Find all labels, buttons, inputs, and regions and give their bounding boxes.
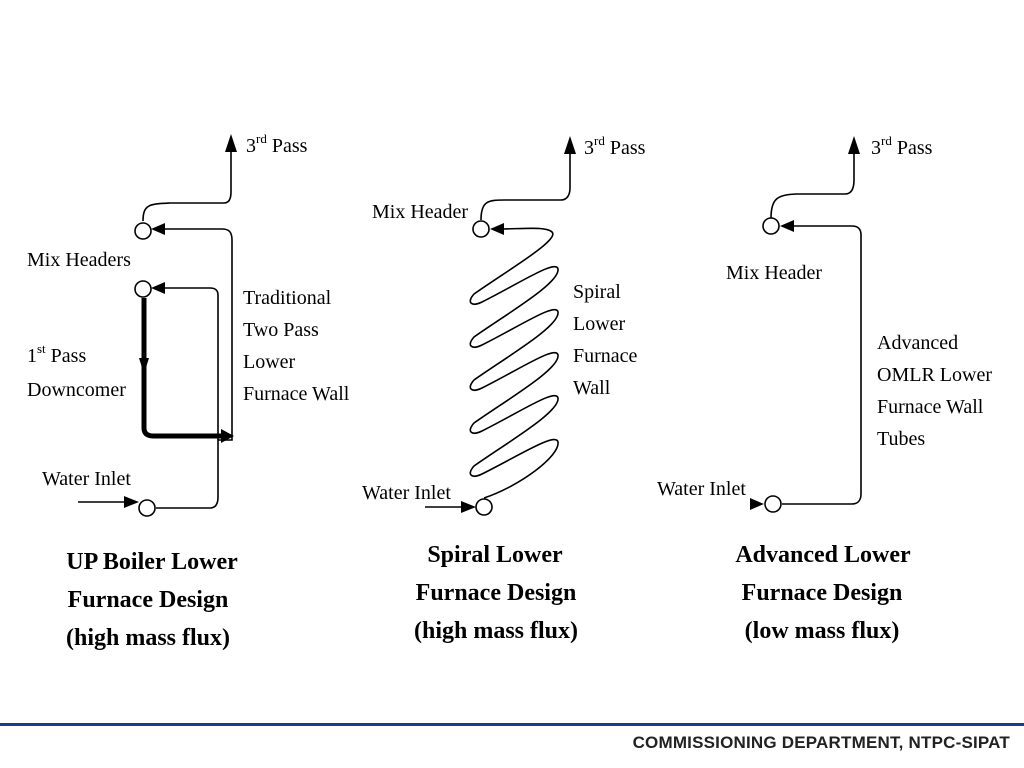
- header-arrow-icon: [780, 220, 794, 232]
- water-inlet-arrow-icon: [750, 498, 764, 510]
- wall-label-line-2: OMLR Lower: [877, 364, 992, 386]
- third-pass-arrow-icon: [225, 134, 237, 152]
- third-pass-label: 3rd Pass: [584, 133, 646, 159]
- first-pass-label: 1st Pass: [27, 341, 86, 367]
- mix-headers-label: Mix Headers: [27, 249, 131, 271]
- water-inlet-header: [475, 498, 493, 516]
- first-pass-downcomer-pipe: [141, 298, 222, 439]
- mix-header-lower: [134, 280, 152, 298]
- caption-line-2: Furnace Design: [742, 580, 903, 606]
- caption-line-2: Furnace Design: [416, 580, 577, 606]
- downcomer-end-arrow-icon: [221, 429, 234, 443]
- wall-label-line-1: Spiral: [573, 281, 621, 303]
- wall-label-line-1: Advanced: [877, 332, 958, 354]
- water-inlet-label: Water Inlet: [362, 482, 451, 504]
- footer-department-label: COMMISSIONING DEPARTMENT, NTPC-SIPAT: [632, 733, 1010, 752]
- wall-label-line-2: Lower: [573, 313, 626, 335]
- caption-line-3: (low mass flux): [745, 618, 900, 644]
- first-pass-return: [162, 287, 219, 440]
- caption-line-1: Spiral Lower: [427, 542, 563, 568]
- caption-line-2: Furnace Design: [68, 587, 229, 613]
- mix-header-upper: [134, 222, 152, 240]
- mix-header: [472, 220, 490, 238]
- third-pass-arrow-icon: [848, 136, 860, 154]
- water-inlet-header: [138, 499, 156, 517]
- downcomer-label: Downcomer: [27, 379, 126, 401]
- header-arrow-icon: [490, 223, 504, 235]
- wall-label-line-4: Tubes: [877, 428, 925, 450]
- wall-label-line-2: Two Pass: [243, 319, 319, 341]
- third-pass-arrow-icon: [564, 136, 576, 154]
- mix-header-label: Mix Header: [726, 262, 822, 284]
- water-inlet-label: Water Inlet: [657, 478, 746, 500]
- caption-line-3: (high mass flux): [66, 625, 230, 651]
- water-inlet-arrow-icon: [124, 496, 139, 508]
- second-pass-riser: [156, 228, 233, 509]
- wall-label-line-3: Furnace Wall: [877, 396, 984, 418]
- panel-up-boiler: 3rd Pass Mix Headers 1st Pass Downcomer …: [27, 131, 350, 651]
- third-pass-label: 3rd Pass: [871, 133, 933, 159]
- wall-label-line-3: Furnace: [573, 345, 638, 367]
- downcomer-arrow-icon: [139, 358, 149, 374]
- omlr-wall-tube: [782, 225, 862, 505]
- mix-header: [762, 217, 780, 235]
- caption-line-3: (high mass flux): [414, 618, 578, 644]
- third-pass-pipe: [142, 138, 232, 222]
- spiral-wall-tubes: [469, 227, 559, 499]
- water-inlet-header: [764, 495, 782, 513]
- panel-advanced-omlr: 3rd Pass Mix Header Advanced OMLR Lower …: [657, 133, 992, 644]
- wall-label-line-3: Lower: [243, 351, 296, 373]
- caption-line-1: Advanced Lower: [735, 542, 911, 568]
- caption-line-1: UP Boiler Lower: [66, 549, 238, 575]
- water-inlet-label: Water Inlet: [42, 468, 131, 490]
- upper-header-arrow-icon: [151, 223, 165, 235]
- wall-label-line-4: Wall: [573, 377, 611, 399]
- third-pass-pipe: [770, 140, 855, 219]
- panel-spiral: 3rd Pass Mix Header Spiral Lower Furnace…: [362, 133, 646, 644]
- third-pass-pipe: [480, 140, 571, 221]
- wall-label-line-1: Traditional: [243, 287, 332, 309]
- water-inlet-arrow-icon: [461, 501, 476, 513]
- footer-divider: [0, 723, 1024, 726]
- third-pass-label: 3rd Pass: [246, 131, 308, 157]
- lower-header-arrow-icon: [151, 282, 165, 294]
- mix-header-label: Mix Header: [372, 201, 468, 223]
- wall-label-line-4: Furnace Wall: [243, 383, 350, 405]
